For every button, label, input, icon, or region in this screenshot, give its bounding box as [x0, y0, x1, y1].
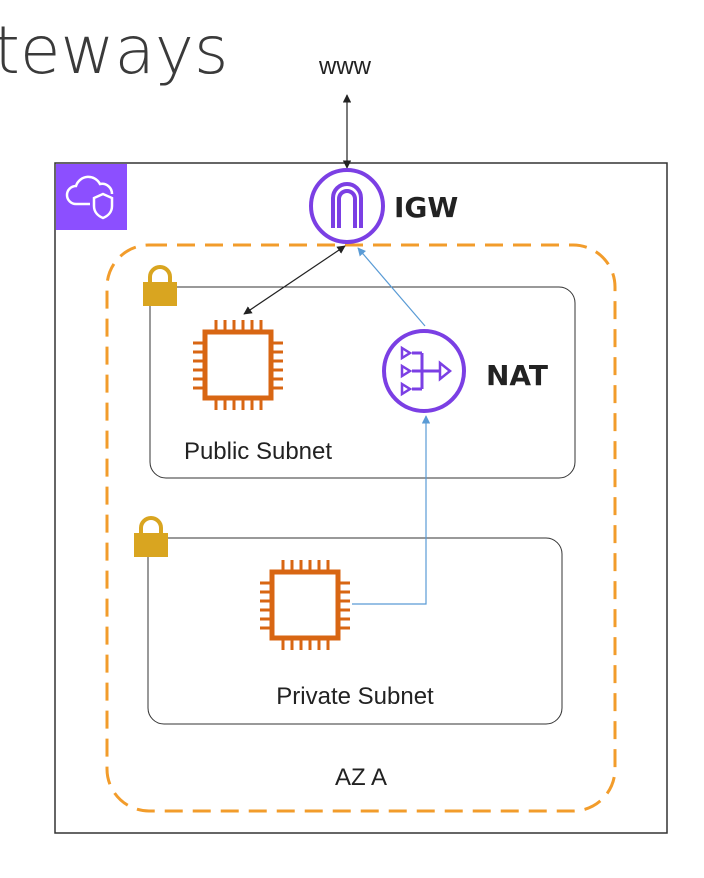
igw-label: IGW — [394, 191, 458, 224]
lock-icon — [132, 516, 170, 559]
internet-label: www — [318, 53, 372, 80]
igw-ec2-arrow — [243, 245, 346, 315]
page-title: teways — [0, 12, 228, 89]
vpc-box — [54, 162, 668, 834]
az-box — [105, 243, 617, 813]
internet-gateway-icon — [309, 168, 385, 244]
vpc-cloud-shield-icon — [56, 164, 127, 230]
private-subnet-box — [147, 537, 563, 725]
az-label: AZ A — [335, 764, 387, 791]
public-subnet-box — [149, 286, 576, 479]
nat-gateway-icon — [382, 329, 466, 413]
private-nat-arrow — [352, 415, 431, 605]
private-subnet-label: Private Subnet — [276, 683, 434, 710]
public-subnet-label: Public Subnet — [184, 438, 332, 465]
nat-label: NAT — [486, 359, 548, 392]
lock-icon — [141, 265, 179, 308]
nat-igw-arrow — [357, 247, 426, 327]
